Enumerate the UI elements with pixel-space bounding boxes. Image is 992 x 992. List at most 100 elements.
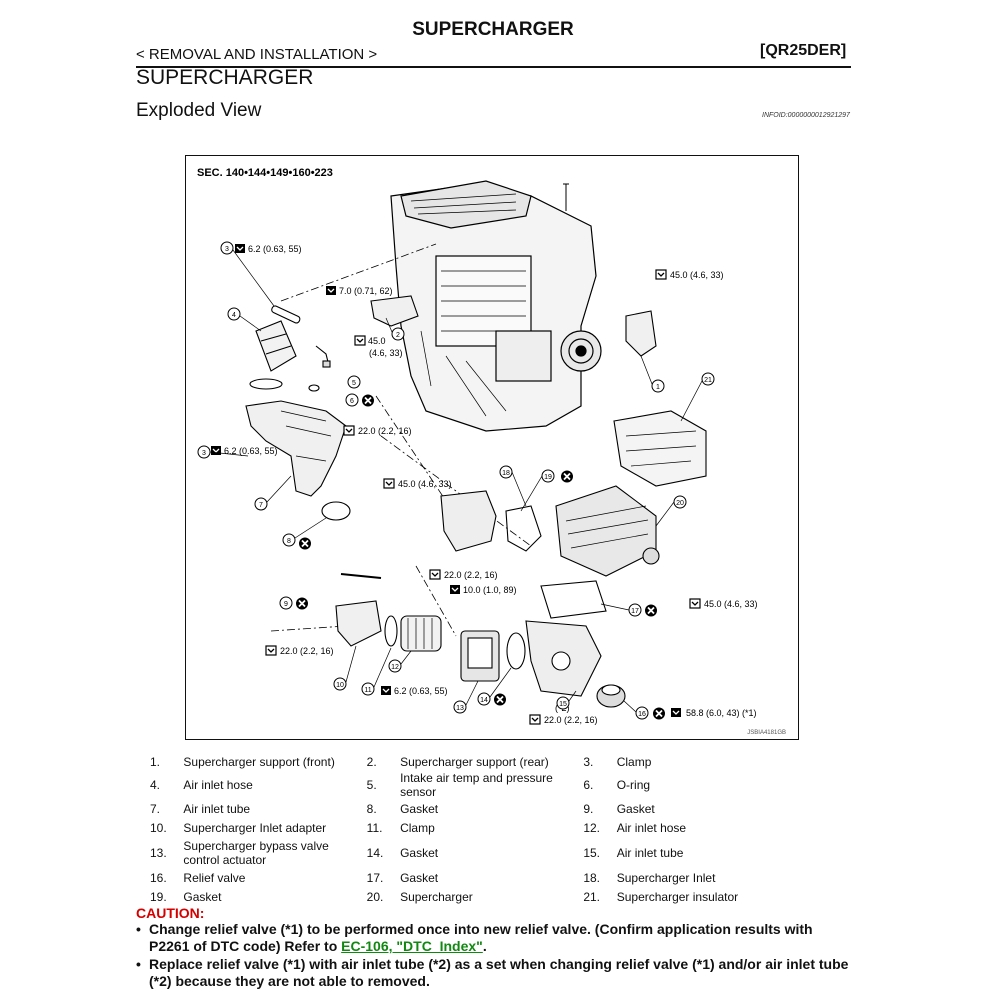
legend-label: Gasket (400, 801, 439, 816)
callout-1: 1 (656, 384, 660, 391)
callout-5: 5 (352, 380, 356, 387)
no-reuse-icon (652, 706, 666, 721)
no-reuse-icon (644, 603, 658, 618)
callout-19: 19 (544, 474, 552, 481)
supercharger-20-drawing (555, 485, 660, 577)
clamp-3-lower-drawing (249, 378, 283, 390)
legend-number: 6. (583, 778, 594, 792)
legend-label: Supercharger insulator (616, 889, 739, 904)
exploded-view-figure: SEC. 140•144•149•160•223 (185, 155, 799, 740)
legend-row: 10.Supercharger Inlet adapter 11.Clamp 1… (150, 818, 800, 837)
legend-label: Air inlet hose (616, 820, 687, 835)
torque-spec-2: 7.0 (0.71, 62) (339, 286, 393, 296)
air-inlet-tube-15-drawing (525, 620, 602, 697)
callout-16: 16 (638, 711, 646, 718)
page-header-section: < REMOVAL AND INSTALLATION > (136, 46, 378, 63)
legend-number: 13. (150, 845, 167, 860)
torque-spec-20: 10.0 (1.0, 89) (463, 585, 517, 595)
legend-label: Supercharger (400, 889, 473, 904)
legend-label: Supercharger support (rear) (400, 754, 549, 769)
legend-row: 7.Air inlet tube 8.Gasket 9.Gasket (150, 799, 800, 818)
legend-number: 14. (366, 845, 384, 860)
torque-spec-18: 45.0 (4.6, 33) (398, 479, 452, 489)
dtc-index-link[interactable]: EC-106, "DTC_Index" (341, 938, 483, 954)
legend-label: Intake air temp and pressure sensor (400, 771, 553, 799)
callout-2: 2 (396, 332, 400, 339)
gasket-9-drawing (340, 573, 382, 579)
figure-code: JSBIA4181GB (747, 730, 786, 736)
insulator-21-drawing (613, 410, 707, 487)
legend-number: 8. (366, 801, 377, 816)
legend-label: Clamp (616, 754, 652, 769)
torque-spec-20b: 45.0 (4.6, 33) (704, 599, 758, 609)
callout-3-upper: 3 (225, 246, 229, 253)
assembly-guide-lines (270, 243, 532, 637)
legend-number: 12. (583, 820, 600, 835)
air-inlet-hose-12-drawing (400, 615, 442, 652)
support-front-1-drawing (625, 310, 657, 357)
legend-label: Supercharger support (front) (183, 754, 335, 769)
sensor-5-drawing (315, 345, 331, 368)
air-inlet-tube-7-drawing (245, 400, 347, 497)
callout-3-lower: 3 (202, 450, 206, 457)
torque-spec-13: 6.2 (0.63, 55) (394, 686, 448, 696)
legend-number: 1. (150, 754, 161, 769)
torque-spec-2b-value: 45.0 (368, 336, 386, 346)
caution-item: •Change relief valve (*1) to be performe… (136, 921, 856, 955)
legend-number: 4. (150, 778, 161, 792)
legend-row: 19.Gasket 20.Supercharger 21.Supercharge… (150, 887, 800, 906)
legend-number: 3. (583, 754, 594, 769)
no-reuse-icon (295, 596, 309, 611)
torque-spec-2b-units: (4.6, 33) (369, 348, 403, 358)
torque-spec-3-upper: 6.2 (0.63, 55) (248, 244, 302, 254)
legend-label: Supercharger Inlet adapter (183, 820, 327, 835)
caution-text: Replace relief valve (*1) with air inlet… (149, 956, 849, 989)
callout-18: 18 (502, 470, 510, 477)
legend-label: Air inlet hose (183, 778, 253, 792)
legend-label: Supercharger Inlet (616, 870, 716, 885)
caution-text: Change relief valve (*1) to be performed… (149, 921, 813, 954)
legend-label: Gasket (400, 870, 439, 885)
gasket-19-drawing (505, 505, 542, 552)
inlet-adapter-10-drawing (335, 600, 382, 647)
callout-8: 8 (287, 538, 291, 545)
callout-11: 11 (364, 687, 371, 694)
engine-assembly-drawing (390, 180, 602, 432)
subsection-title: Exploded View (136, 100, 262, 121)
legend-row: 16.Relief valve 17.Gasket 18.Supercharge… (150, 868, 800, 887)
legend-label: Gasket (183, 889, 222, 904)
torque-spec-15: 22.0 (2.2, 16) (544, 715, 598, 725)
header-rule (136, 66, 851, 68)
legend-number: 15. (583, 845, 600, 860)
legend-row: 13.Supercharger bypass valve control act… (150, 837, 800, 868)
callout-12: 12 (391, 664, 399, 671)
supercharger-inlet-18-drawing (440, 490, 497, 552)
legend-number: 17. (366, 870, 384, 885)
relief-valve-16-drawing (596, 684, 626, 708)
caution-heading: CAUTION: (136, 905, 205, 921)
section-title: SUPERCHARGER (136, 66, 314, 89)
torque-spec-18b: 22.0 (2.2, 16) (444, 570, 498, 580)
leader-lines (209, 249, 703, 713)
callout-17: 17 (631, 608, 639, 615)
no-reuse-icon (298, 536, 312, 551)
legend-label: Clamp (400, 820, 435, 835)
no-reuse-icon (560, 469, 574, 484)
callout-9: 9 (284, 601, 288, 608)
legend-label: O-ring (616, 778, 651, 792)
gasket-17-drawing (540, 580, 607, 619)
clamp-11-drawing (384, 615, 398, 647)
info-id: INFOID:0000000012921297 (762, 112, 850, 119)
clamp-3-upper-drawing (271, 305, 301, 324)
legend-number: 18. (583, 870, 600, 885)
legend-number: 7. (150, 801, 161, 816)
no-reuse-icon (361, 393, 375, 408)
legend-number: 21. (583, 889, 600, 904)
legend-label: Relief valve (183, 870, 246, 885)
legend-label: Gasket (400, 845, 439, 860)
exploded-view-diagram: SEC. 140•144•149•160•223 (197, 167, 786, 736)
page-header-title: SUPERCHARGER (412, 19, 574, 40)
gasket-14-drawing (506, 632, 526, 670)
legend-number: 20. (366, 889, 384, 904)
caution-list: •Change relief valve (*1) to be performe… (136, 921, 856, 991)
